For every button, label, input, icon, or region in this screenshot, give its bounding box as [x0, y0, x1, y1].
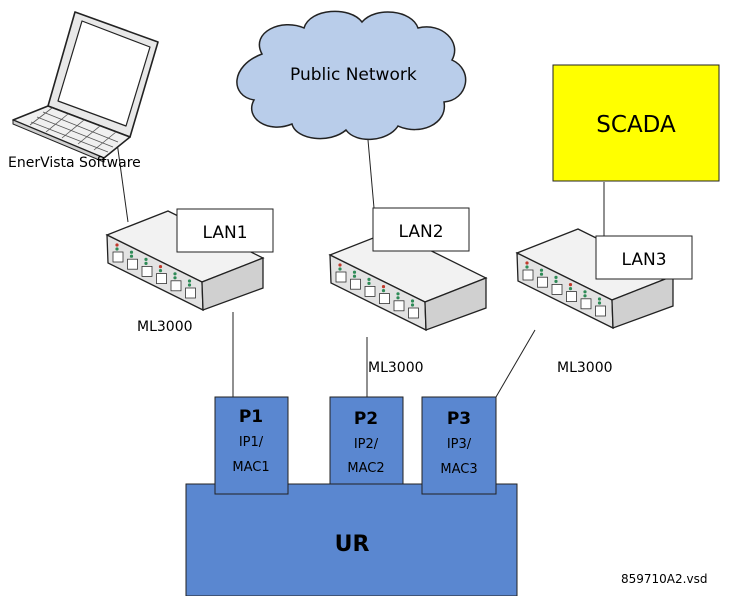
port-p3: P3 IP3/ MAC3 — [421, 396, 497, 495]
port-p2-name: P2 — [354, 409, 378, 429]
switch-led — [554, 279, 558, 283]
switch-port-slot — [537, 276, 548, 288]
switch-led — [173, 276, 177, 280]
laptop-to-switch1-line — [115, 134, 129, 223]
port-p2-ip: IP2/ — [354, 437, 379, 452]
switch-port-slot — [551, 283, 563, 295]
switch-2 — [328, 230, 488, 332]
switch-led — [158, 265, 163, 269]
switch-led — [568, 283, 573, 287]
switch-led — [410, 303, 415, 307]
switch-3 — [515, 228, 675, 330]
switch-port-slot — [141, 265, 153, 277]
switch-led — [367, 277, 371, 281]
scada-label: SCADA — [596, 112, 676, 138]
switch-port-slot — [156, 273, 167, 285]
port-p1-name: P1 — [239, 407, 263, 427]
file-label: 859710A2.vsd — [621, 572, 707, 586]
lan1-label-box — [176, 208, 274, 253]
switch-port-slot — [127, 258, 138, 270]
switch-port-slot — [379, 293, 390, 305]
laptop-icon — [12, 11, 159, 163]
switch-port-slot — [112, 251, 124, 263]
switch-port-slot — [335, 271, 347, 283]
switch3-label: ML3000 — [557, 360, 613, 376]
switch-led — [568, 287, 573, 291]
switch-port-slot — [580, 298, 592, 310]
scada-box — [552, 64, 720, 182]
ur-label: UR — [335, 532, 370, 557]
switch-led — [367, 281, 371, 285]
switch-led — [396, 292, 400, 296]
switch1-label: ML3000 — [137, 319, 193, 335]
switch-port-slot — [185, 287, 196, 299]
switch-led — [187, 279, 192, 283]
switch-led — [539, 268, 544, 272]
lan2-label-box — [372, 207, 470, 252]
port-p3-name: P3 — [447, 409, 471, 429]
switch-led — [187, 283, 192, 287]
switch-led — [173, 272, 177, 276]
switch-led — [583, 290, 587, 294]
switch-led — [396, 296, 400, 300]
switch-port-slot — [522, 269, 534, 281]
ur-device-box — [185, 483, 518, 597]
switch-led — [115, 247, 119, 251]
switch-port-slot — [566, 291, 577, 303]
switch-led — [381, 289, 386, 293]
switch-port-slot — [595, 305, 606, 317]
switch-led — [554, 275, 558, 279]
port-p2: P2 IP2/ MAC2 — [329, 396, 404, 485]
port-p1: P1 IP1/ MAC1 — [214, 396, 289, 495]
lan1-label: LAN1 — [202, 223, 247, 243]
switch-port-slot — [408, 307, 419, 319]
cloud-label: Public Network — [290, 65, 417, 85]
switch-led — [129, 254, 134, 258]
laptop-label: EnerVista Software — [8, 155, 141, 171]
switch-led — [129, 250, 134, 254]
cloud-icon — [236, 10, 467, 141]
switch3-to-p3-line — [495, 329, 536, 398]
port-p1-ip: IP1/ — [239, 435, 264, 450]
switch-led — [338, 267, 342, 271]
port-p3-ip: IP3/ — [447, 437, 472, 452]
switch-led — [583, 294, 587, 298]
switch-led — [352, 274, 357, 278]
switch-led — [525, 261, 529, 265]
switch-led — [525, 265, 529, 269]
switch-led — [352, 270, 357, 274]
switch-led — [338, 263, 342, 267]
switch-led — [597, 297, 602, 301]
switch-port-slot — [350, 278, 361, 290]
switch-port-slot — [170, 280, 182, 292]
switch-led — [410, 299, 415, 303]
switch-led — [144, 257, 148, 261]
port-p1-mac: MAC1 — [232, 460, 269, 475]
switch-port-slot — [364, 285, 376, 297]
lan3-label-box — [595, 235, 693, 280]
switch-led — [115, 243, 119, 247]
switch2-label: ML3000 — [368, 360, 424, 376]
port-p2-mac: MAC2 — [347, 461, 384, 476]
switch-led — [381, 285, 386, 289]
lan2-label: LAN2 — [398, 222, 443, 242]
switch-led — [597, 301, 602, 305]
switch-led — [158, 269, 163, 273]
switch-led — [539, 272, 544, 276]
switch-port-details — [112, 243, 606, 319]
switch-port-slot — [393, 300, 405, 312]
lan3-label: LAN3 — [621, 250, 666, 270]
port-p3-mac: MAC3 — [440, 462, 477, 477]
switch-led — [144, 261, 148, 265]
